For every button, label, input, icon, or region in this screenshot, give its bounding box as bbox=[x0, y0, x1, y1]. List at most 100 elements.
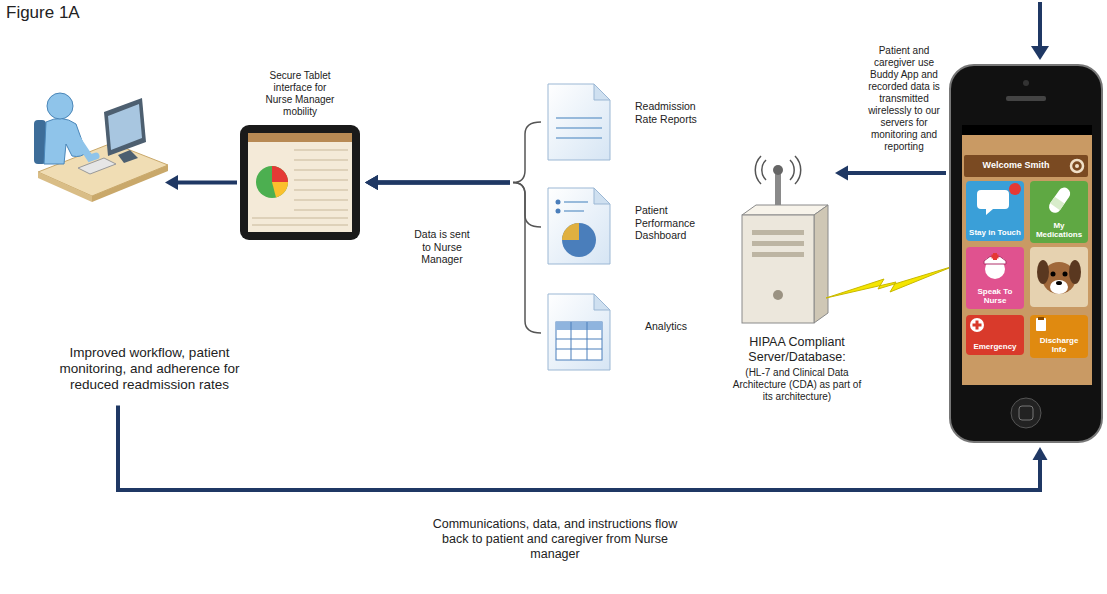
tile-icon bbox=[966, 181, 1024, 221]
tablet-device-part-part bbox=[294, 180, 348, 181]
dashboard-document-icon-part bbox=[594, 188, 610, 204]
tile-icon bbox=[966, 247, 1024, 287]
arrow-head bbox=[365, 175, 378, 190]
dashboard-document-icon-part bbox=[556, 200, 561, 205]
edge-label: Communications, data, and instructions f… bbox=[420, 517, 690, 562]
tile-icon-part bbox=[1071, 160, 1083, 172]
report-document-icon-part bbox=[548, 84, 610, 160]
analytics-document-icon-part bbox=[556, 322, 602, 330]
arrow-head bbox=[1033, 447, 1048, 460]
nurse-at-computer-figure-part bbox=[104, 98, 146, 156]
tile-icon bbox=[966, 315, 1024, 333]
node-text: Welcome Smith bbox=[968, 160, 1064, 171]
text-slot: Figure 1A bbox=[6, 3, 206, 23]
tablet-device-part bbox=[240, 125, 360, 240]
nurse-at-computer-figure-part bbox=[70, 128, 96, 158]
nurse-at-computer-figure-part bbox=[78, 158, 116, 174]
hipaa-server: HIPAA Compliant Server/Database:(HL-7 an… bbox=[735, 140, 830, 326]
dog-mascot-tile bbox=[1030, 247, 1088, 307]
arrow-head bbox=[365, 175, 378, 190]
tablet-device-part-part bbox=[294, 200, 348, 201]
server-with-antenna-part bbox=[795, 156, 801, 184]
node-text: Improved workflow, patient monitoring, a… bbox=[42, 345, 257, 394]
tablet-device-part bbox=[272, 166, 288, 182]
nurse-at-computer-figure-part bbox=[92, 165, 168, 202]
connector-line bbox=[376, 181, 510, 185]
analytics-document-icon-part bbox=[556, 322, 602, 360]
analytics-document-icon-part bbox=[556, 339, 602, 340]
dog-mascot-tile-part bbox=[1051, 272, 1056, 277]
text-slot: Improved workflow, patient monitoring, a… bbox=[42, 345, 257, 394]
node-text: Readmission Rate Reports bbox=[635, 100, 710, 125]
incoming-arrow-part bbox=[1038, 2, 1042, 48]
app-tile: Emergency bbox=[966, 315, 1024, 355]
node-text: Patient and caregiver use Buddy App and … bbox=[862, 45, 946, 153]
text-slot: Patient Performance Dashboard bbox=[635, 204, 710, 242]
text-slot: My Medications bbox=[1032, 221, 1086, 240]
connector bbox=[118, 406, 1048, 490]
bracket-line bbox=[513, 183, 541, 228]
tile-icon-part-part bbox=[1047, 185, 1073, 215]
dashboard-document-icon-part bbox=[564, 201, 588, 203]
tile-icon-part bbox=[1036, 318, 1046, 331]
dashboard-document-icon-part bbox=[562, 223, 596, 257]
tablet-device-part-part bbox=[252, 218, 348, 219]
text-slot: Discharge Info bbox=[1032, 336, 1086, 355]
text-slot: Analytics bbox=[645, 320, 707, 333]
report-document-icon-part bbox=[556, 117, 602, 119]
connector-line bbox=[376, 181, 510, 185]
tablet-device bbox=[240, 125, 360, 240]
smartphone-body-part bbox=[962, 125, 1092, 135]
figure-title: Figure 1A bbox=[6, 3, 206, 23]
dog-mascot-tile-part bbox=[1063, 272, 1068, 277]
text-slot: Speak To Nurse bbox=[968, 287, 1022, 306]
tablet-device-part bbox=[272, 182, 288, 198]
arrow-head bbox=[835, 166, 848, 181]
text-slot: Data is sent to Nurse Manager bbox=[410, 228, 474, 266]
analytics-document-icon bbox=[548, 294, 610, 370]
dog-mascot-tile-part bbox=[1030, 247, 1088, 307]
app-tile: My Medications bbox=[1030, 181, 1088, 243]
nurse-at-computer-figure-part bbox=[38, 172, 92, 202]
server-with-antenna-part bbox=[790, 160, 794, 180]
tile-icon-part bbox=[992, 255, 999, 259]
dog-mascot-tile-part bbox=[1037, 260, 1049, 284]
report-document: Readmission Rate Reports bbox=[545, 82, 712, 162]
tablet-device-part-part bbox=[294, 160, 348, 161]
node-text: My Medications bbox=[1032, 221, 1086, 240]
nurse-at-computer-figure bbox=[34, 93, 168, 202]
tablet-device-part bbox=[256, 166, 288, 198]
smartphone-body bbox=[950, 65, 1102, 442]
tablet-device-part-part bbox=[294, 170, 348, 171]
tile-icon-holder bbox=[1030, 315, 1088, 337]
dashboard-document-icon-part bbox=[548, 188, 610, 264]
nurse-at-computer-figure-part bbox=[47, 93, 73, 119]
tablet-device-part-part bbox=[294, 190, 348, 191]
incoming-arrow bbox=[1031, 2, 1049, 60]
node-text: HIPAA Compliant Server/Database: bbox=[732, 335, 862, 365]
analytics-document-icon-part bbox=[571, 322, 572, 360]
connector-line bbox=[118, 406, 1040, 490]
tablet-device-part bbox=[248, 133, 352, 142]
smartphone-body-part bbox=[1023, 80, 1029, 86]
tile-icon-part bbox=[1038, 317, 1044, 320]
analytics-document-icon-part bbox=[587, 322, 588, 360]
node-text: Emergency bbox=[968, 342, 1022, 352]
dog-mascot-tile-part bbox=[1056, 281, 1062, 285]
server-with-antenna-part bbox=[755, 156, 761, 184]
text-slot: Communications, data, and instructions f… bbox=[420, 517, 690, 562]
tablet-device-part-part bbox=[294, 210, 348, 211]
node-text: (HL-7 and Clinical Data Architecture (CD… bbox=[727, 367, 867, 403]
text-slot: Readmission Rate Reports bbox=[635, 100, 710, 125]
nurse-at-computer-figure-part bbox=[108, 104, 142, 150]
dog-mascot-tile-part bbox=[1050, 280, 1068, 294]
text-slot: (HL-7 and Clinical Data Architecture (CD… bbox=[727, 367, 867, 403]
server-with-antenna-part bbox=[752, 241, 804, 246]
text-slot: Welcome Smith bbox=[968, 160, 1064, 171]
node-text: Patient Performance Dashboard bbox=[635, 204, 710, 242]
report-document-icon-part bbox=[556, 127, 602, 129]
dashboard-document-icon-part bbox=[564, 210, 584, 212]
wireless-lightning-bolt bbox=[826, 266, 954, 298]
